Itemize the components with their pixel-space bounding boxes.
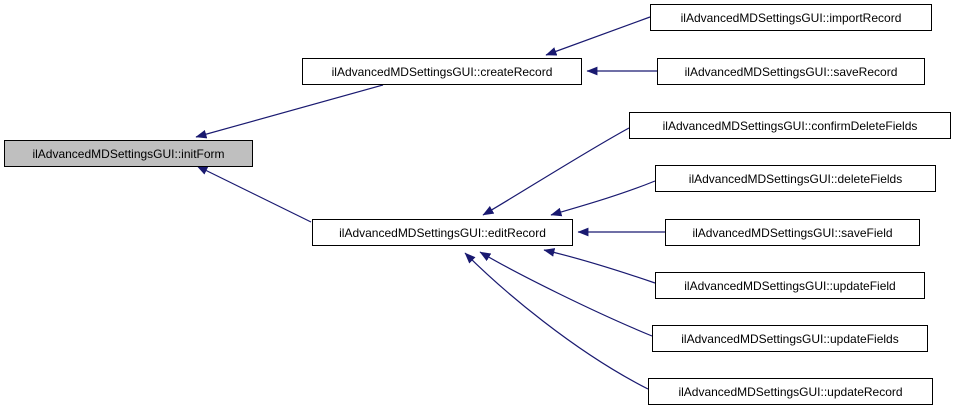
node-createrecord[interactable]: ilAdvancedMDSettingsGUI::createRecord bbox=[302, 58, 582, 85]
edge-updateField-editRecord bbox=[543, 248, 656, 284]
node-updaterecord[interactable]: ilAdvancedMDSettingsGUI::updateRecord bbox=[648, 378, 933, 405]
edge-confirmDeleteFields-editRecord bbox=[482, 127, 630, 216]
edge-importRecord-createRecord bbox=[545, 16, 651, 56]
node-confirmdeletefields[interactable]: ilAdvancedMDSettingsGUI::confirmDeleteFi… bbox=[629, 112, 951, 139]
node-importrecord[interactable]: ilAdvancedMDSettingsGUI::importRecord bbox=[650, 4, 932, 31]
node-updatefield[interactable]: ilAdvancedMDSettingsGUI::updateField bbox=[655, 272, 925, 299]
edge-editRecord-initForm bbox=[196, 165, 312, 223]
edge-createRecord-initForm bbox=[195, 84, 384, 139]
node-initform: ilAdvancedMDSettingsGUI::initForm bbox=[4, 140, 253, 167]
edge-deleteFields-editRecord bbox=[550, 180, 656, 217]
node-editrecord[interactable]: ilAdvancedMDSettingsGUI::editRecord bbox=[312, 219, 573, 246]
node-savefield[interactable]: ilAdvancedMDSettingsGUI::saveField bbox=[665, 219, 920, 246]
edge-updateRecord-editRecord bbox=[464, 252, 649, 390]
node-deletefields[interactable]: ilAdvancedMDSettingsGUI::deleteFields bbox=[655, 165, 936, 192]
node-saverecord[interactable]: ilAdvancedMDSettingsGUI::saveRecord bbox=[657, 58, 925, 85]
node-updatefields[interactable]: ilAdvancedMDSettingsGUI::updateFields bbox=[652, 325, 928, 352]
edge-updateFields-editRecord bbox=[479, 251, 653, 337]
